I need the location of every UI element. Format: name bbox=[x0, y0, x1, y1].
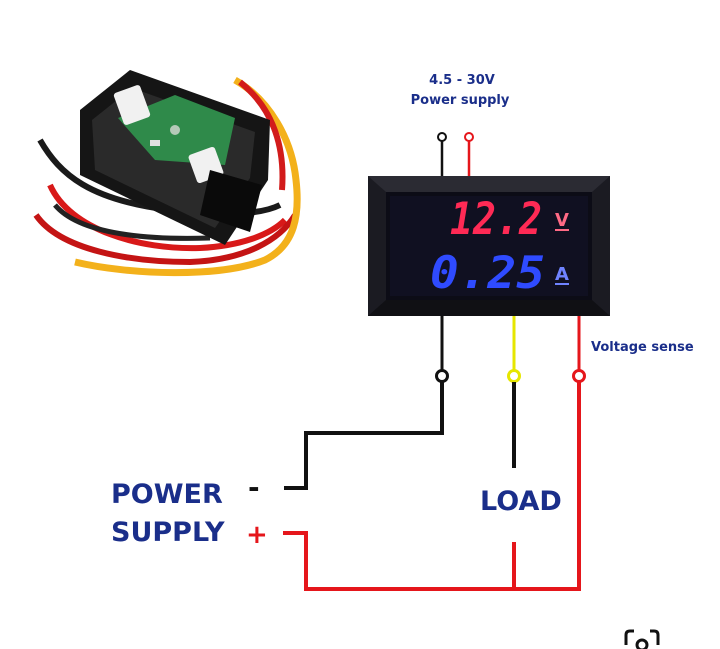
current-reading: 0.25 bbox=[430, 248, 545, 299]
minus-sign: - bbox=[248, 471, 260, 504]
photo-wire-yellow bbox=[74, 76, 301, 277]
photo-connector-top bbox=[113, 85, 151, 125]
power-supply-label-line1: POWER bbox=[111, 479, 223, 510]
photo-wire-black-2 bbox=[53, 203, 211, 241]
meter-terminal-black bbox=[435, 369, 449, 383]
wire-positive bbox=[283, 382, 581, 591]
voltmeter-module-photo bbox=[33, 70, 301, 277]
voltage-reading: 12.2 bbox=[450, 194, 542, 245]
photo-wire-red-3 bbox=[238, 79, 286, 191]
photo-wire-red-1 bbox=[47, 183, 288, 252]
supply-caption-label: Power supply bbox=[411, 93, 510, 108]
meter-terminal-red bbox=[572, 369, 586, 383]
capture-icon[interactable] bbox=[622, 629, 662, 649]
current-unit: A bbox=[555, 264, 569, 285]
photo-display bbox=[200, 170, 262, 232]
meter-panel bbox=[368, 176, 610, 316]
load-label: LOAD bbox=[480, 486, 562, 517]
top-lead-red-terminal bbox=[464, 132, 474, 142]
power-supply-label-line2: SUPPLY bbox=[111, 517, 225, 548]
meter-terminal-yellow bbox=[507, 369, 521, 383]
wire-negative bbox=[284, 382, 444, 490]
photo-wire-red-2 bbox=[33, 213, 298, 266]
supply-range-label: 4.5 - 30V bbox=[429, 73, 495, 88]
voltage-unit: V bbox=[555, 210, 569, 231]
plus-sign: + bbox=[246, 520, 268, 550]
top-lead-black-terminal bbox=[437, 132, 447, 142]
voltage-sense-label: Voltage sense bbox=[591, 340, 694, 355]
